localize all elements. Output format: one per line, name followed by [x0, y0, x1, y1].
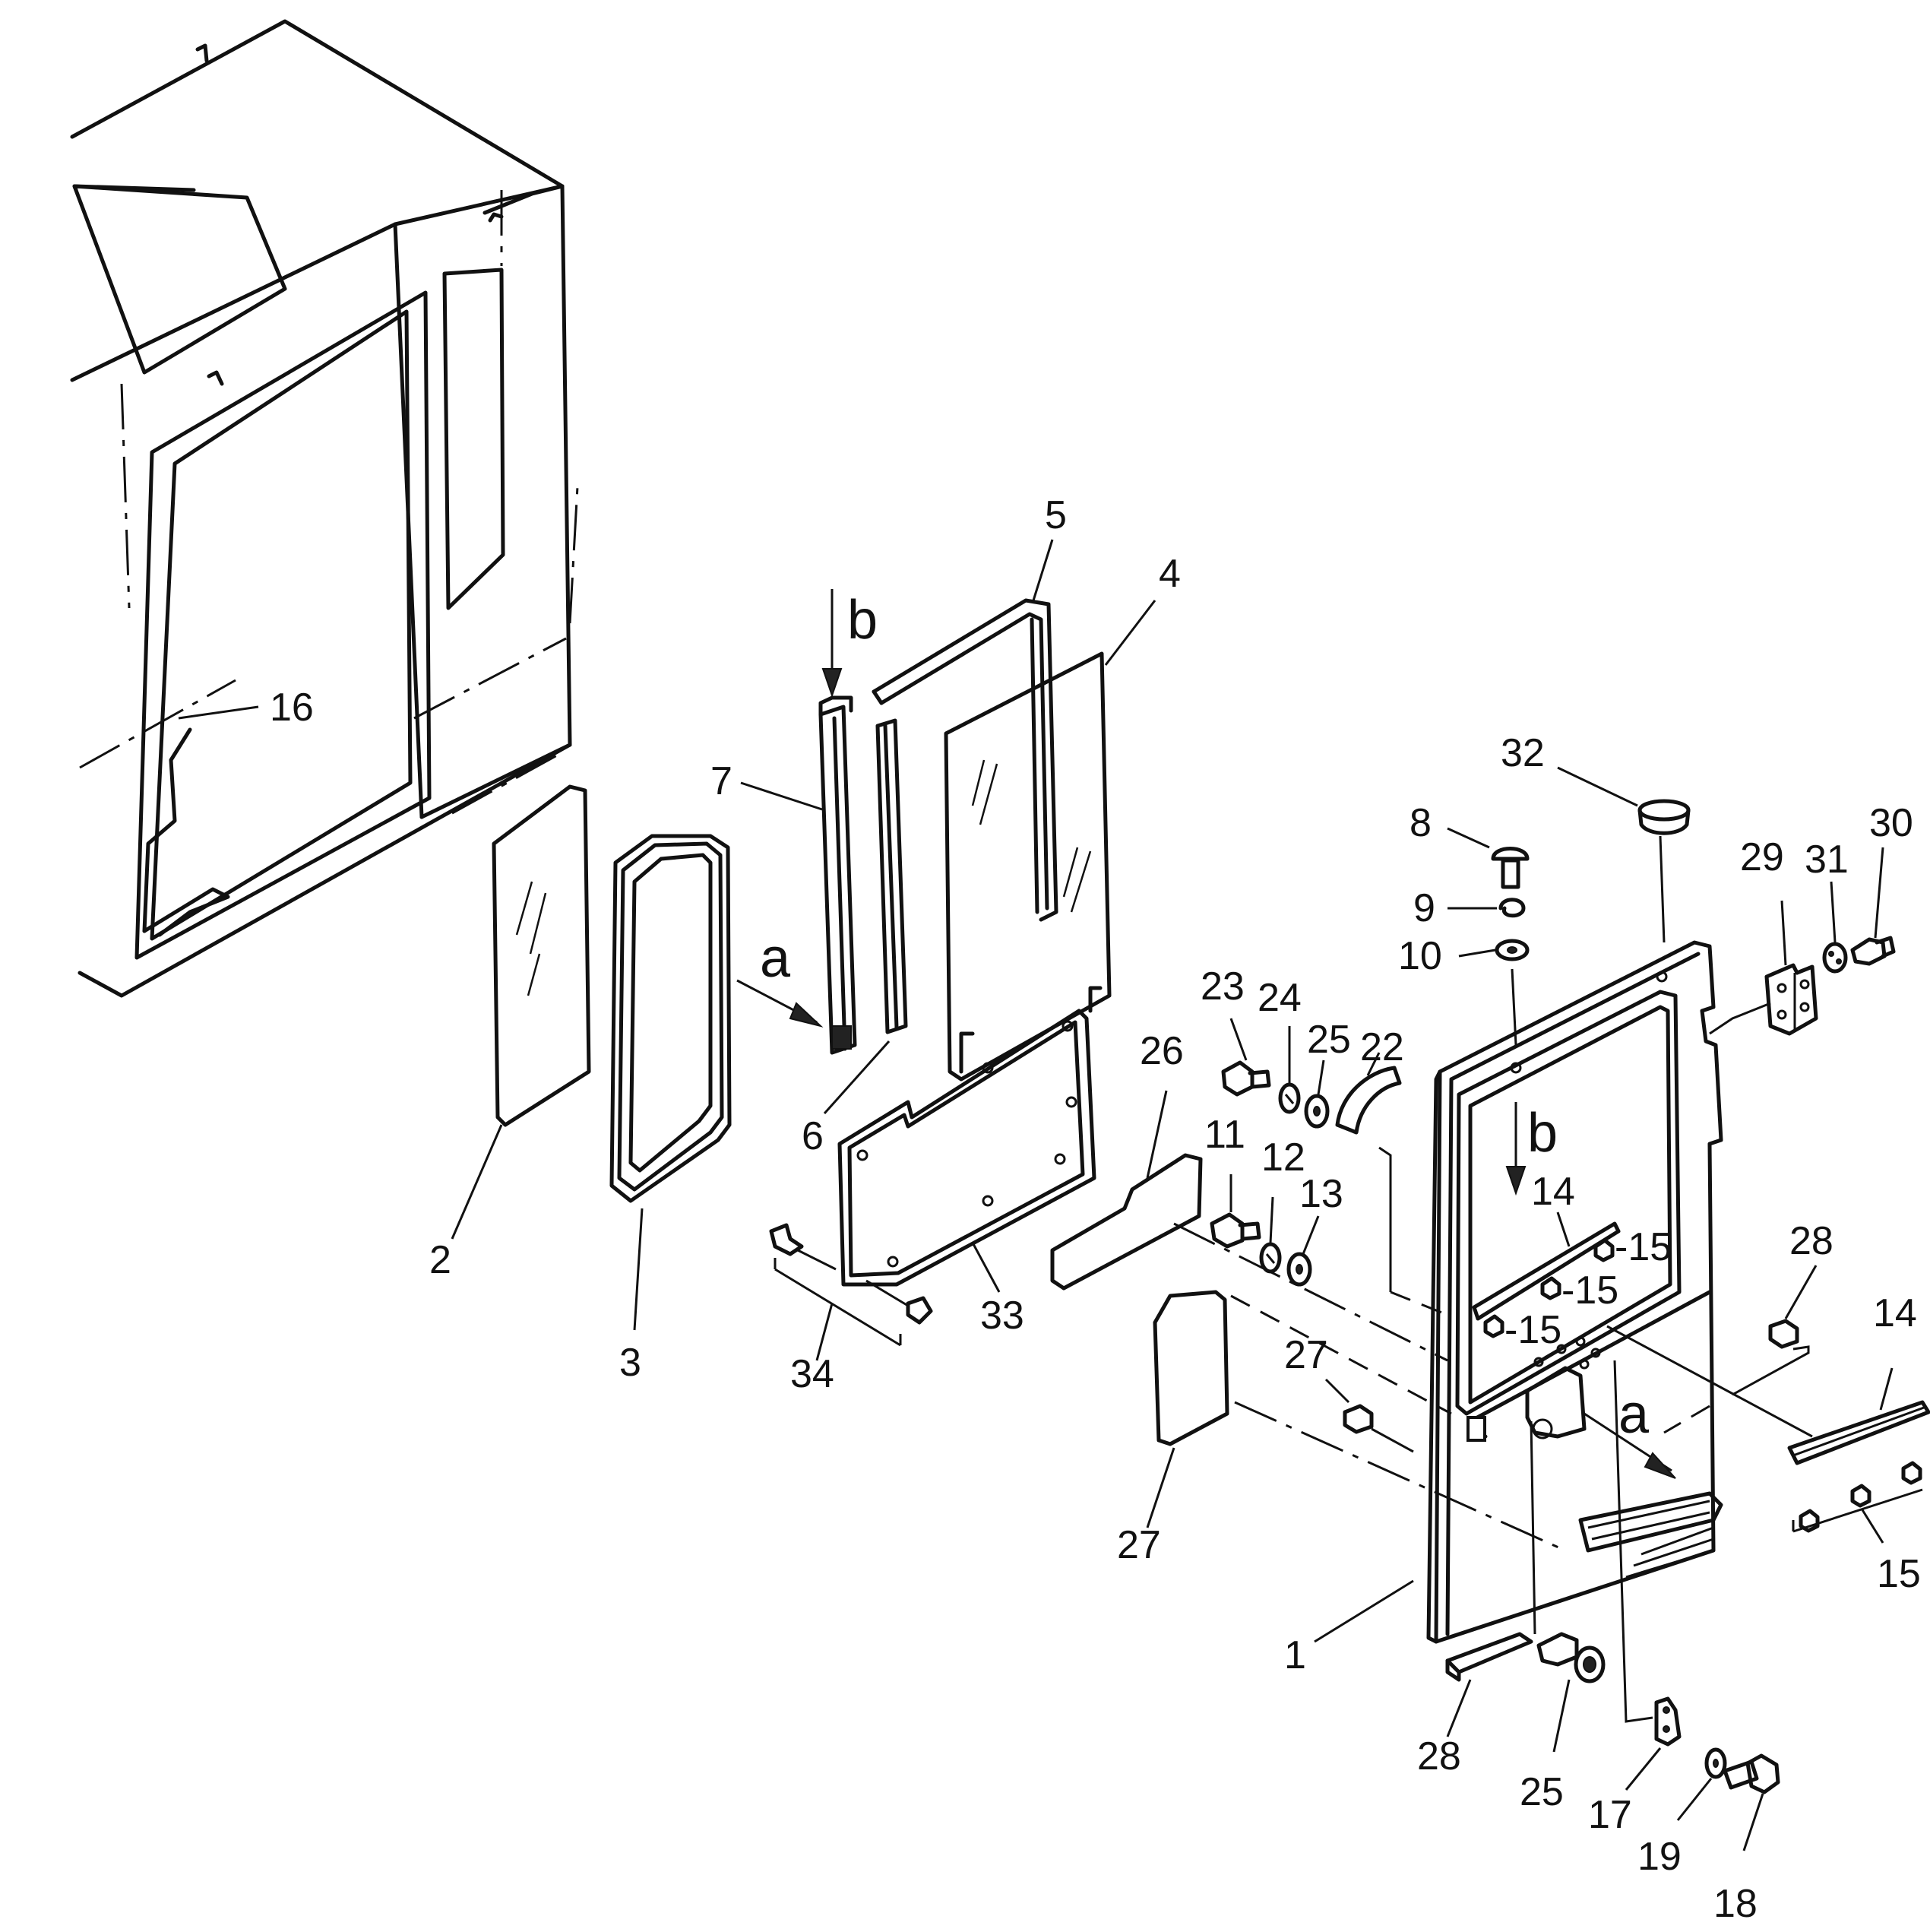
part-20-handle	[1335, 1066, 1402, 1135]
callout-29: 29	[1740, 835, 1784, 879]
callout-16: 16	[270, 686, 314, 730]
callout-31: 31	[1805, 838, 1849, 882]
callout-9: 9	[1413, 886, 1435, 930]
part-1-door	[1426, 940, 1723, 1644]
part-7-rail	[818, 695, 857, 1055]
callout-34: 34	[790, 1352, 834, 1396]
callout-15-a: -15	[1615, 1225, 1672, 1269]
part-6-strip	[875, 718, 908, 1034]
part-17-bracket	[1654, 1696, 1682, 1747]
callout-20: 22	[1360, 1025, 1404, 1069]
part-28-strip	[1445, 1632, 1533, 1682]
part-33-panel	[837, 1009, 1096, 1287]
part-13-washer	[1286, 1252, 1312, 1287]
callout-10: 10	[1398, 934, 1442, 978]
part-26-pad	[1153, 1290, 1229, 1446]
callout-33: 33	[980, 1294, 1024, 1338]
part-31-washer	[1822, 942, 1848, 974]
part-27-block-right	[1768, 1319, 1799, 1349]
callout-3: 3	[619, 1341, 641, 1385]
callout-8: 8	[1410, 801, 1432, 845]
callout-32: 32	[1501, 731, 1545, 775]
callout-1: 1	[1284, 1633, 1306, 1677]
part-2-glass	[492, 784, 591, 1127]
part-21-bolt	[1221, 1060, 1271, 1097]
part-22-washer	[1278, 1082, 1301, 1114]
callout-28: 28	[1417, 1734, 1461, 1778]
callout-27-left: 27	[1284, 1333, 1328, 1377]
part-9-clip	[1498, 898, 1526, 918]
callout-24: 25	[1520, 1770, 1564, 1814]
part-3-seal	[609, 834, 732, 1203]
callout-13: 13	[1299, 1172, 1343, 1216]
part-29-hinge	[1764, 963, 1818, 1036]
callout-5: 5	[1045, 493, 1067, 537]
callout-27-right: 28	[1789, 1219, 1834, 1263]
callout-30: 30	[1869, 801, 1913, 845]
part-14-strip-right	[1787, 1400, 1930, 1465]
callout-4: 4	[1159, 552, 1181, 596]
callout-22: 24	[1258, 976, 1302, 1020]
part-10-washer	[1495, 939, 1530, 961]
part-11-bolt	[1210, 1212, 1261, 1249]
callout-19: 19	[1637, 1835, 1682, 1879]
callout-14-door: 14	[1531, 1170, 1575, 1214]
part-25-pad	[1050, 1153, 1203, 1291]
callout-15-b: -15	[1561, 1268, 1618, 1313]
callout-12: 12	[1261, 1135, 1305, 1180]
view-marker-b-top: b	[847, 590, 878, 651]
callout-18: 18	[1713, 1882, 1758, 1926]
view-marker-a-door: a	[1618, 1384, 1650, 1445]
callout-11: 11	[1204, 1113, 1245, 1157]
callout-25: 26	[1140, 1029, 1184, 1073]
callout-6: 6	[802, 1114, 824, 1158]
part-18-bolt	[1723, 1753, 1780, 1794]
part-32-knob	[1637, 799, 1691, 835]
callout-14-right: 14	[1873, 1291, 1917, 1335]
part-15-nuts	[1483, 1238, 1615, 1338]
view-marker-b-door: b	[1527, 1103, 1558, 1164]
part-12-washer	[1259, 1242, 1282, 1274]
part-30-bolt	[1850, 936, 1896, 966]
part-5-seal	[872, 598, 1058, 922]
part-19-washer	[1704, 1747, 1727, 1779]
part-23-washer	[1304, 1094, 1330, 1129]
callout-15-d: 15	[1877, 1552, 1921, 1596]
part-14-strip-door	[1472, 1221, 1621, 1321]
view-marker-a-left: a	[760, 928, 791, 989]
callout-17: 17	[1588, 1793, 1632, 1837]
callout-7: 7	[710, 759, 732, 803]
callout-15-c: -15	[1504, 1308, 1561, 1352]
part-27-block-left	[1343, 1404, 1374, 1434]
part-8-bolt	[1491, 847, 1530, 889]
part-34-fasteners	[769, 1223, 933, 1347]
part-15-nuts-right	[1792, 1461, 1923, 1544]
callout-2: 2	[429, 1238, 451, 1282]
callout-26: 27	[1117, 1523, 1161, 1567]
cab-body	[70, 19, 579, 998]
callout-23: 25	[1307, 1018, 1351, 1062]
part-24-latch	[1536, 1632, 1606, 1683]
callout-21: 23	[1201, 964, 1245, 1009]
